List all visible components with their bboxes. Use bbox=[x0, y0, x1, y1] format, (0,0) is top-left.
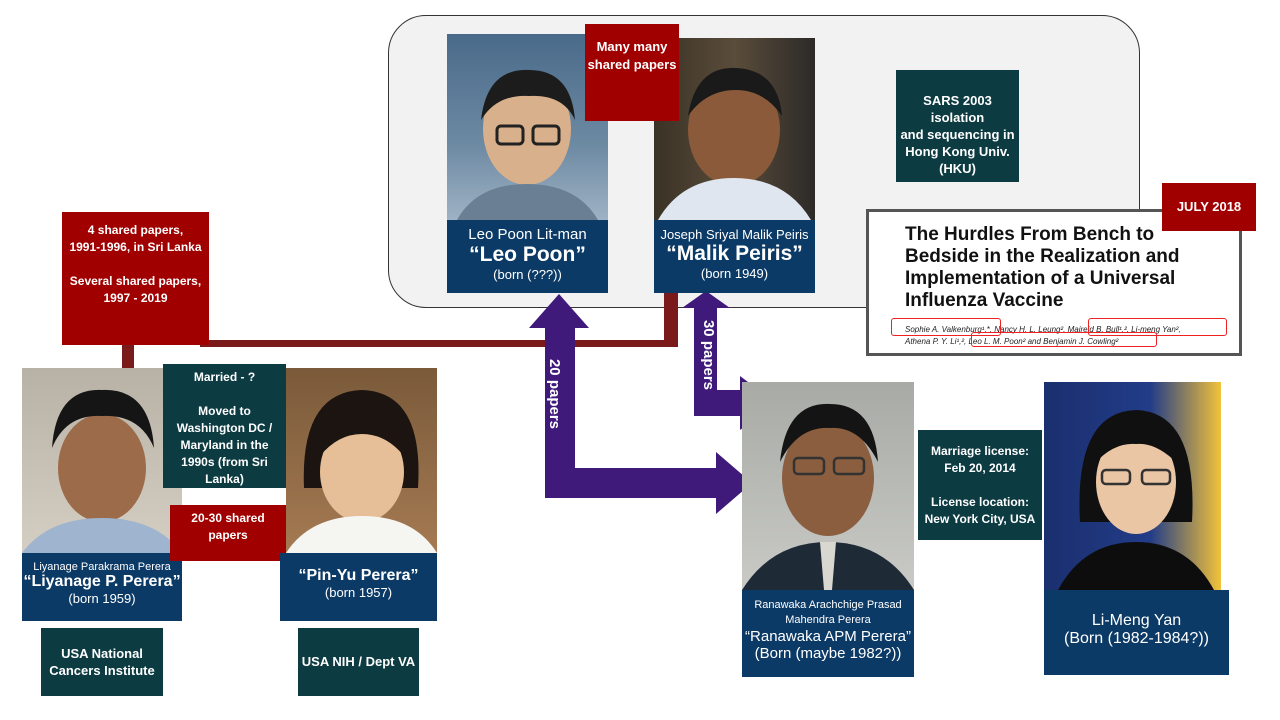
malik-peiris-born: (born 1949) bbox=[700, 266, 769, 281]
paper-title: The Hurdles From Bench to Bedside in the… bbox=[905, 224, 1180, 311]
liyanage-full-name: Liyanage Parakrama Perera bbox=[33, 561, 171, 573]
ranawaka-label: Ranawaka Arachchige Prasad Mahendra Pere… bbox=[742, 590, 914, 677]
papers-20-label: 20 papers bbox=[546, 358, 563, 430]
paper-card: The Hurdles From Bench to Bedside in the… bbox=[866, 209, 1242, 356]
arrow-20-papers bbox=[529, 294, 752, 514]
limeng-label: Li-Meng Yan (Born (1982-1984?)) bbox=[1044, 590, 1229, 675]
ranawaka-born: (Born (maybe 1982?)) bbox=[754, 645, 902, 662]
liyanage-portrait-icon bbox=[22, 389, 182, 553]
married-box: Married - ? Moved to Washington DC / Mar… bbox=[163, 364, 286, 488]
limeng-name: Li-Meng Yan bbox=[1091, 612, 1182, 629]
peiris-connector-vertical bbox=[664, 277, 678, 347]
liyanage-photo bbox=[22, 368, 182, 553]
pinyu-born: (born 1957) bbox=[324, 585, 393, 600]
malik-peiris-full-name: Joseph Sriyal Malik Peiris bbox=[660, 227, 809, 242]
pinyu-nickname: “Pin-Yu Perera” bbox=[298, 567, 419, 584]
shared-20-30-badge: 20-30 shared papers bbox=[170, 505, 286, 561]
limeng-born: (Born (1982-1984?)) bbox=[1064, 630, 1209, 647]
leo-poon-nickname: “Leo Poon” bbox=[469, 243, 586, 266]
leo-poon-born: (born (???)) bbox=[493, 267, 562, 282]
highlight-valkenburg bbox=[891, 318, 1001, 336]
limeng-portrait-icon bbox=[1058, 410, 1214, 590]
highlight-poon bbox=[971, 332, 1157, 347]
paper-authors: Sophie A. Valkenburg¹,*, Nancy H. L. Leu… bbox=[905, 325, 1181, 346]
leo-poon-label: Leo Poon Lit-man “Leo Poon” (born (???)) bbox=[447, 220, 608, 293]
liyanage-peiris-connector-horizontal bbox=[200, 340, 678, 347]
liyanage-org-box: USA National Cancers Institute bbox=[41, 628, 163, 696]
many-shared-papers-badge: Many many shared papers bbox=[585, 24, 679, 121]
liyanage-label: Liyanage Parakrama Perera “Liyanage P. P… bbox=[22, 553, 182, 621]
pinyu-portrait-icon bbox=[286, 390, 437, 553]
leo-poon-full-name: Leo Poon Lit-man bbox=[468, 226, 587, 243]
malik-peiris-nickname: “Malik Peiris” bbox=[666, 242, 803, 265]
ranawaka-nickname: “Ranawaka APM Perera” bbox=[745, 628, 911, 645]
pinyu-label: “Pin-Yu Perera” (born 1957) bbox=[280, 553, 437, 621]
leo-poon-photo bbox=[447, 34, 608, 220]
papers-30-label: 30 papers bbox=[700, 319, 717, 391]
shared-sri-lanka-badge: 4 shared papers, 1991-1996, in Sri Lanka… bbox=[62, 212, 209, 345]
limeng-photo bbox=[1044, 382, 1221, 590]
pinyu-org-box: USA NIH / Dept VA bbox=[298, 628, 419, 696]
ranawaka-photo bbox=[742, 382, 914, 590]
highlight-bull bbox=[1088, 318, 1227, 336]
ranawaka-portrait-icon bbox=[742, 403, 914, 590]
marriage-license-box: Marriage license: Feb 20, 2014 License l… bbox=[918, 430, 1042, 540]
ranawaka-full-name: Ranawaka Arachchige Prasad Mahendra Pere… bbox=[754, 599, 902, 626]
hku-sars-box: SARS 2003 isolation and sequencing in Ho… bbox=[896, 70, 1019, 182]
leo-poon-portrait-icon bbox=[457, 69, 598, 220]
malik-peiris-label: Joseph Sriyal Malik Peiris “Malik Peiris… bbox=[654, 220, 815, 293]
malik-peiris-portrait-icon bbox=[658, 67, 811, 220]
paper-date-badge: JULY 2018 bbox=[1162, 183, 1256, 231]
liyanage-born: (born 1959) bbox=[68, 591, 136, 606]
liyanage-nickname: “Liyanage P. Perera” bbox=[23, 573, 181, 590]
pinyu-photo bbox=[286, 368, 437, 553]
malik-peiris-photo bbox=[654, 38, 815, 220]
